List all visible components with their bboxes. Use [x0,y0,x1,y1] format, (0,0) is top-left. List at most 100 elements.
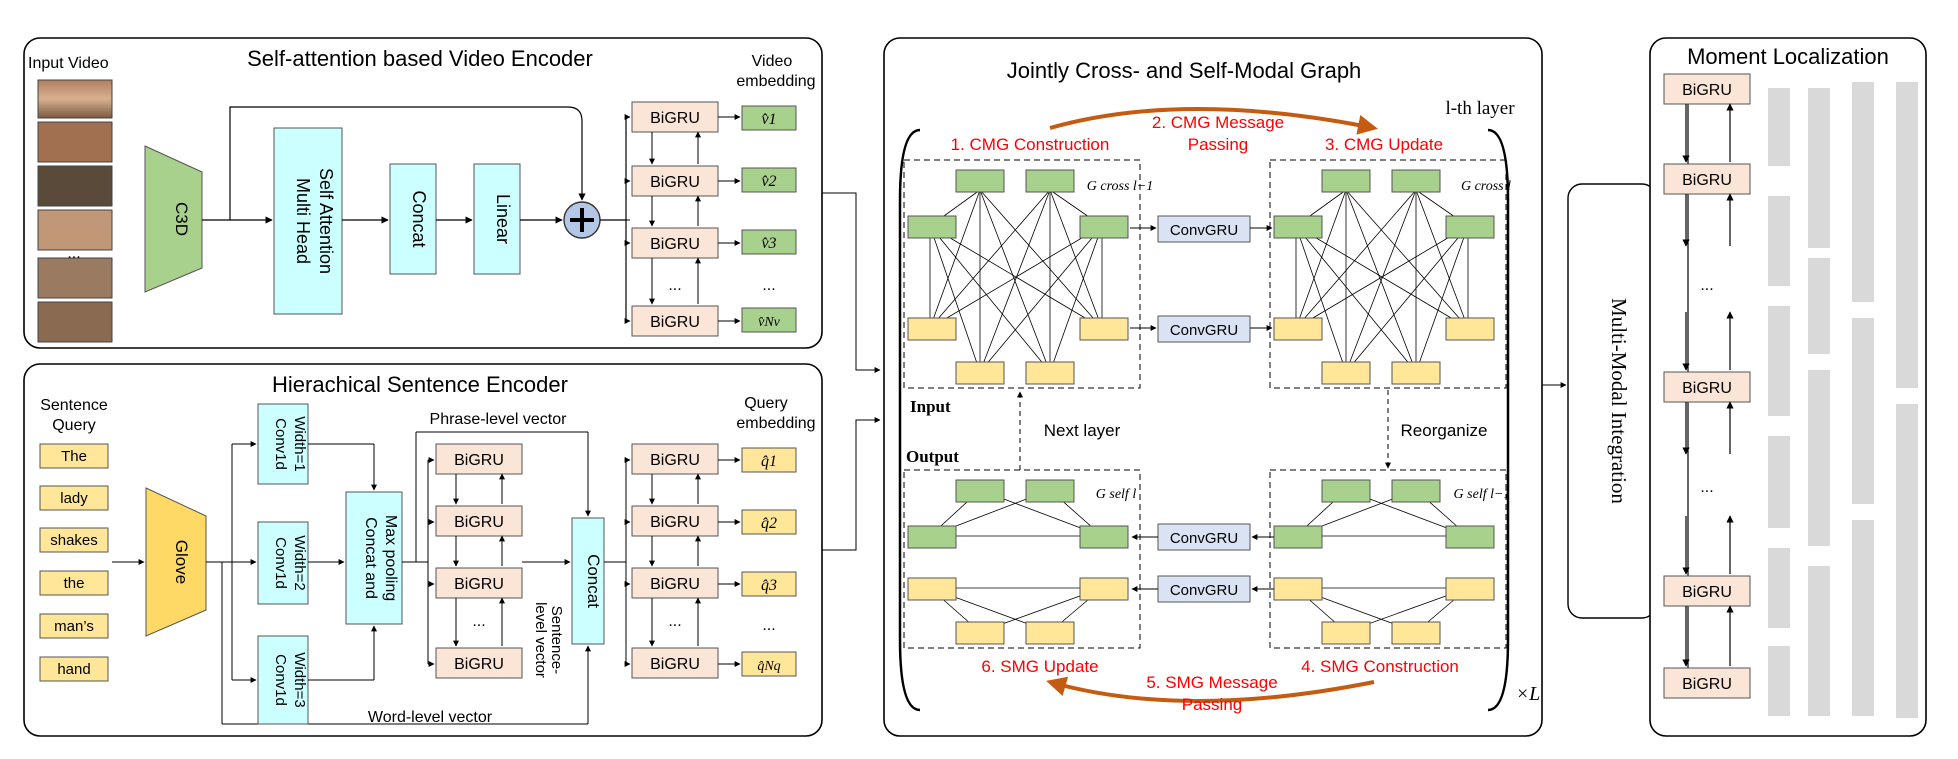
bigru-box [1663,163,1751,195]
video-embedding-cell [741,307,797,333]
word-text: hand [57,661,90,678]
query-embeddings: q̂1 q̂2 q̂3 q̂Nq ... [741,447,797,677]
bigru-label: BiGRU [650,452,700,469]
graph-symbol: G cross l [1461,179,1511,194]
bigru-label: BiGRU [454,576,504,593]
bigru-label: BiGRU [1682,82,1732,99]
convgru-label: ConvGRU [1170,530,1238,547]
video-embedding-cell [741,105,797,131]
word-text: lady [60,490,88,507]
query-embedding-cell [741,651,797,677]
reorganize-label: Reorganize [1401,421,1488,440]
bigru-box [435,567,523,599]
c3d-label: C3D [172,202,191,236]
step-label: 6. SMG Update [981,657,1098,676]
next-layer-label: Next layer [1044,421,1121,440]
video-frames: ... [37,79,113,343]
step-label: Passing [1182,695,1242,714]
step-label: 1. CMG Construction [951,135,1110,154]
conv-label: Width=3 [291,652,308,707]
query-embedding-text: q̂1 [761,453,777,470]
embedding-ellipsis: ... [762,277,775,294]
loc-bar [1768,548,1790,628]
step-label: Passing [1188,135,1248,154]
conv-label: Conv1d [272,418,289,470]
bigru-label: BiGRU [1682,380,1732,397]
loc-bar [1852,82,1874,302]
loc-bar [1852,318,1874,504]
sentence-query-label: Sentence [40,397,108,414]
convgru-label: ConvGRU [1170,582,1238,599]
smg-graph-cur: G self l [903,469,1141,649]
loc-bar [1896,82,1918,388]
bigru-ellipsis: ... [472,613,485,630]
cmg-graph-cur: G cross l [1269,159,1511,389]
loc-bar [1896,404,1918,718]
graph-title: Jointly Cross- and Self-Modal Graph [1007,58,1362,83]
input-video-label: Input Video [28,55,109,72]
convgru-label: ConvGRU [1170,222,1238,239]
video-embedding-text: v̂1 [761,111,776,128]
moment-localization-panel: Moment Localization BiGRU BiGRU BiGRU Bi… [1649,37,1927,737]
sentence-query-label: Query [52,417,96,434]
cmg-graph-prev: G cross l−1 [903,159,1154,389]
word-text: the [64,575,85,592]
query-embedding-text: q̂Nq [757,659,780,674]
bigru-box [631,305,719,337]
step-label: 2. CMG Message [1152,113,1284,132]
bigru-label: BiGRU [650,236,700,253]
output-label: Output [906,447,959,466]
localization-title: Moment Localization [1687,44,1889,69]
video-embedding-cell [741,167,797,193]
step-label: 3. CMG Update [1325,135,1443,154]
word-box [39,443,109,469]
bigru-box [631,227,719,259]
conv-width2: Conv1d Width=2 [257,521,309,605]
c3d-block: C3D [144,145,203,293]
localization-bars [1768,82,1918,718]
graph-symbol: G self l−1 [1454,487,1511,502]
bigru-label: BiGRU [650,656,700,673]
loc-ellipsis: ... [1700,277,1713,294]
conv-width1: Conv1d Width=1 [257,403,309,485]
glove-block: Glove [145,487,207,637]
word-text: The [61,448,87,465]
bigru-label: BiGRU [1682,172,1732,189]
convgru-box [1157,315,1251,343]
loc-bar [1808,370,1830,546]
video-concat-block: Concat [389,163,437,275]
query-embedding-label: embedding [736,415,815,432]
video-embedding-label: Video [752,53,793,70]
bigru-label: BiGRU [454,514,504,531]
query-embedding-cell [741,447,797,473]
phrase-bigru-column: BiGRU BiGRU BiGRU BiGRU ... [427,443,571,679]
graph-symbol: G cross l−1 [1087,179,1154,194]
convgru-label: ConvGRU [1170,322,1238,339]
video-frame [37,301,113,343]
sentence-vector-label: Sentence- [548,606,565,674]
word-box [39,570,109,596]
sentence-vector-label: level vector [532,602,549,678]
sentence-concat-block: Concat [571,517,605,645]
bigru-label: BiGRU [650,576,700,593]
glove-label: Glove [172,540,191,584]
loc-bar [1808,88,1830,248]
conv-label: Conv1d [272,537,289,589]
loc-bar [1808,566,1830,716]
loc-bar [1768,436,1790,528]
step-label: 5. SMG Message [1146,673,1277,692]
word-box [39,613,109,639]
bigru-box [1663,73,1751,105]
video-embedding-text: v̂3 [761,235,776,252]
phrase-vector-label: Phrase-level vector [430,411,568,428]
bigru-box [631,505,719,537]
bigru-label: BiGRU [650,514,700,531]
bigru-box [631,101,719,133]
bigru-label: BiGRU [454,452,504,469]
frame-ellipsis: ... [67,245,80,262]
query-embedding-cell [741,509,797,535]
conv-label: Width=1 [291,416,308,471]
word-text: man’s [54,618,94,635]
video-frame [37,209,113,251]
conv-width3: Conv1d Width=3 [257,635,309,725]
